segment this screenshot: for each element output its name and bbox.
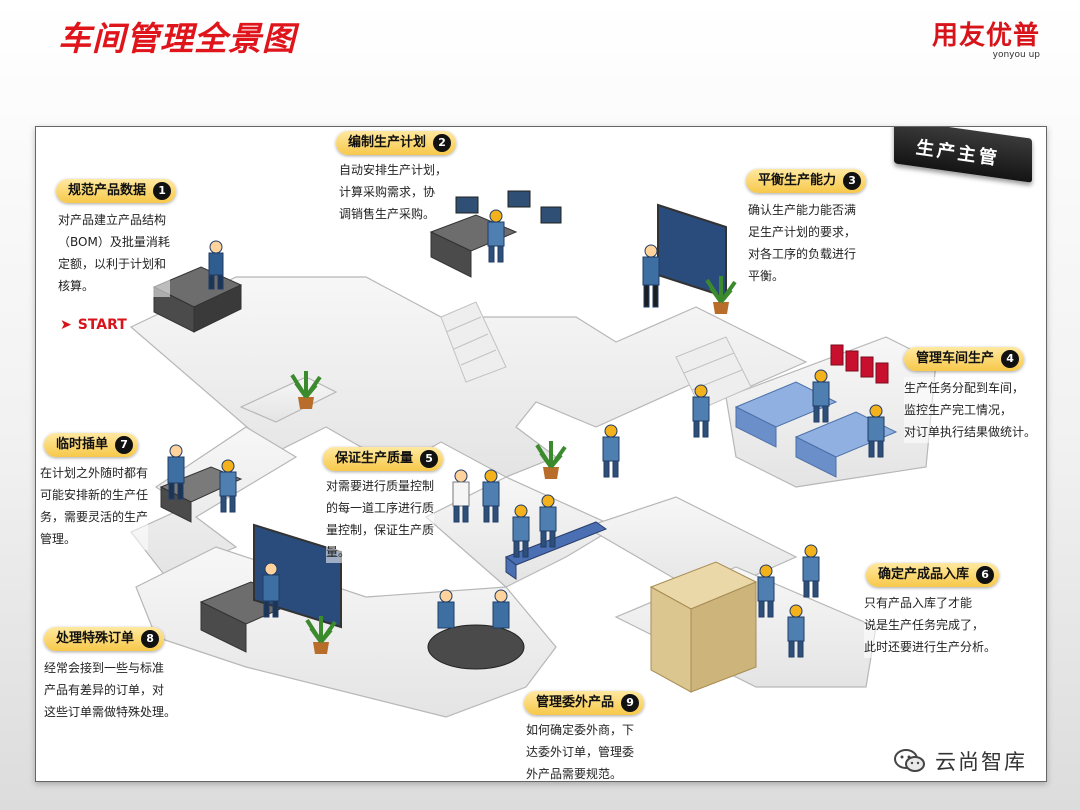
step-9-line: 外产品需要规范。 [526,763,634,782]
step-2-line: 计算采购需求，协 [339,181,447,203]
step-7-title: 临时插单 [56,437,108,452]
step-9-description: 如何确定委外商，下达委外订单，管理委外产品需要规范。 [526,719,634,782]
step-7-line: 可能安排新的生产任 [40,484,148,506]
meeting-table [428,625,524,669]
step-7-line: 务，需要灵活的生产 [40,506,148,528]
step-8-line: 经常会接到一些与标准 [44,657,176,679]
step-5-line: 量。 [326,541,434,563]
step-5-description: 对需要进行质量控制的每一道工序进行质量控制，保证生产质量。 [326,475,434,563]
step-1-line: （BOM）及批量消耗 [58,231,170,253]
step-4-number: 4 [1001,350,1019,368]
step-2-title: 编制生产计划 [348,135,426,150]
page-title: 车间管理全景图 [58,12,296,60]
start-arrow-icon: ➤ [60,317,72,333]
step-2-description: 自动安排生产计划，计算采购需求，协调销售生产采购。 [339,159,447,225]
step-1-number: 1 [153,182,171,200]
step-7-label: 临时插单 7 [44,433,138,457]
step-4-line: 对订单执行结果做统计。 [904,421,1036,443]
isometric-floor-illustration [36,127,1046,781]
step-4-description: 生产任务分配到车间，监控生产完工情况，对订单执行结果做统计。 [904,377,1036,443]
step-6-line: 说是生产任务完成了， [864,614,996,636]
step-1-title: 规范产品数据 [68,183,146,198]
step-6-title: 确定产成品入库 [878,567,969,582]
step-1-line: 核算。 [58,275,170,297]
step-8-label: 处理特殊订单 8 [44,627,164,651]
step-3-line: 足生产计划的要求， [748,221,856,243]
step-7-line: 管理。 [40,528,148,550]
step-1-description: 对产品建立产品结构（BOM）及批量消耗定额，以利于计划和核算。 [58,209,170,297]
step-5-number: 5 [420,450,438,468]
step-8-number: 8 [141,630,159,648]
step-3-line: 对各工序的负载进行 [748,243,856,265]
step-6-line: 只有产品入库了才能 [864,592,996,614]
step-2-line: 自动安排生产计划， [339,159,447,181]
step-8-title: 处理特殊订单 [56,631,134,646]
step-8-line: 产品有差异的订单，对 [44,679,176,701]
brand-logo: 用友优普 yonyou up [932,22,1040,60]
step-9-line: 如何确定委外商，下 [526,719,634,741]
watermark-text: 云尚智库 [935,746,1027,776]
step-6-description: 只有产品入库了才能说是生产任务完成了，此时还要进行生产分析。 [864,592,996,658]
step-2-number: 2 [433,134,451,152]
step-5-line: 对需要进行质量控制 [326,475,434,497]
cardboard-boxes [651,562,756,692]
step-3-line: 确认生产能力能否满 [748,199,856,221]
step-2-label: 编制生产计划 2 [336,131,456,155]
step-7-description: 在计划之外随时都有可能安排新的生产任务，需要灵活的生产管理。 [40,462,148,550]
step-7-number: 7 [115,436,133,454]
step-5-title: 保证生产质量 [335,451,413,466]
step-9-title: 管理委外产品 [536,695,614,710]
step-6-line: 此时还要进行生产分析。 [864,636,996,658]
step-6-label: 确定产成品入库 6 [866,563,999,587]
step-3-line: 平衡。 [748,265,856,287]
logo-subtext: yonyou up [932,50,1040,60]
wechat-icon [893,747,927,775]
watermark: 云尚智库 [893,746,1027,776]
step-9-number: 9 [621,694,639,712]
start-label: START [78,317,127,333]
step-4-label: 管理车间生产 4 [904,347,1024,371]
floor-walkway [131,277,936,717]
step-1-line: 对产品建立产品结构 [58,209,170,231]
step-9-line: 达委外订单，管理委 [526,741,634,763]
step-5-line: 的每一道工序进行质 [326,497,434,519]
start-marker: ➤ START [60,317,127,333]
logo-text: 用友优普 [932,22,1040,50]
step-7-line: 在计划之外随时都有 [40,462,148,484]
step-3-label: 平衡生产能力 3 [746,169,866,193]
step-3-number: 3 [843,172,861,190]
step-9-label: 管理委外产品 9 [524,691,644,715]
step-1-label: 规范产品数据 1 [56,179,176,203]
step-8-line: 这些订单需做特殊处理。 [44,701,176,723]
step-2-line: 调销售生产采购。 [339,203,447,225]
workshop-panorama: 生产主管 ➤ START 规范产品数据 1 对产品建立产品结构（BOM）及批量消耗定… [35,126,1047,782]
step-4-line: 监控生产完工情况， [904,399,1036,421]
step-5-line: 量控制，保证生产质 [326,519,434,541]
step-8-description: 经常会接到一些与标准产品有差异的订单，对这些订单需做特殊处理。 [44,657,176,723]
production-supervisor-badge: 生产主管 [886,126,1036,173]
step-4-line: 生产任务分配到车间， [904,377,1036,399]
step-5-label: 保证生产质量 5 [323,447,443,471]
step-3-description: 确认生产能力能否满足生产计划的要求，对各工序的负载进行平衡。 [748,199,856,287]
step-4-title: 管理车间生产 [916,351,994,366]
step-1-line: 定额，以利于计划和 [58,253,170,275]
step-3-title: 平衡生产能力 [758,173,836,188]
step-6-number: 6 [976,566,994,584]
